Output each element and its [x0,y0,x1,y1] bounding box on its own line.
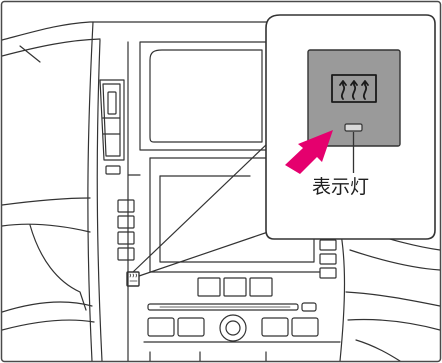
dash-top-outline [2,21,271,41]
pointer-arrow [285,130,333,174]
center-button-1 [197,277,221,297]
upper-display [149,49,263,143]
left-air-vent [99,79,125,161]
left-button-4 [117,247,135,261]
center-button-2 [223,277,247,297]
leader-line-lower [138,231,269,277]
left-button-1 [117,199,135,213]
left-button-3 [117,231,135,245]
disc-slot [147,303,299,311]
rear-window-defogger-icon [331,74,377,103]
eject-button [301,302,317,312]
indicator-light [344,123,363,132]
center-button-3 [249,277,273,297]
indicator-label: 表示灯 [312,176,370,198]
right-button-2 [319,239,337,251]
console-left-edge [87,21,94,361]
dash-top-inner-line [2,38,101,57]
leader-line-upper [132,142,269,273]
left-button-2 [117,215,135,229]
lower-display [159,175,315,263]
control-knob [219,314,247,342]
right-button-3 [319,253,337,265]
right-button-4 [319,267,337,279]
